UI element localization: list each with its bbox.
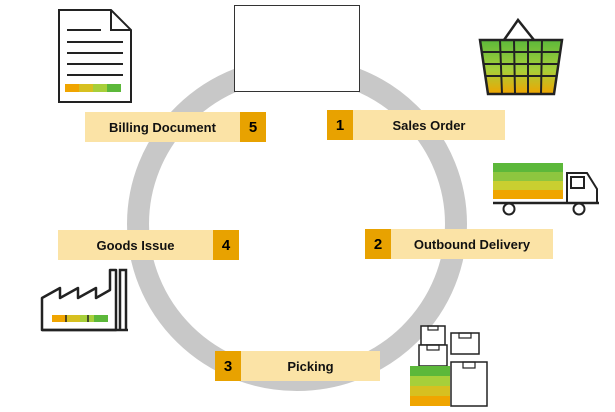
empty-image-box (234, 5, 360, 92)
step-billing-document: Billing Document 5 (85, 112, 266, 142)
step-number: 2 (365, 229, 391, 259)
step-label: Sales Order (392, 117, 466, 133)
step-bar (241, 351, 380, 381)
step-number: 5 (240, 112, 266, 142)
factory-icon (40, 268, 128, 332)
step-label: Billing Document (109, 119, 216, 135)
step-label: Outbound Delivery (413, 236, 531, 252)
step-number: 4 (213, 230, 239, 260)
shopping-basket-icon (478, 17, 564, 96)
step-bar (391, 229, 553, 259)
step-bar (85, 112, 240, 142)
step-goods-issue: Goods Issue 4 (58, 230, 239, 260)
step-number: 3 (215, 351, 241, 381)
step-label: Picking (287, 358, 334, 374)
step-outbound-delivery: 2 Outbound Delivery (365, 229, 553, 259)
document-icon (58, 9, 132, 103)
boxes-icon (410, 325, 488, 407)
step-number: 1 (327, 110, 353, 140)
step-label: Goods Issue (96, 237, 175, 253)
step-sales-order: 1 Sales Order (327, 110, 505, 140)
step-picking: 3 Picking (215, 351, 380, 381)
delivery-truck-icon (493, 163, 599, 216)
step-bar (353, 110, 505, 140)
step-bar (58, 230, 213, 260)
